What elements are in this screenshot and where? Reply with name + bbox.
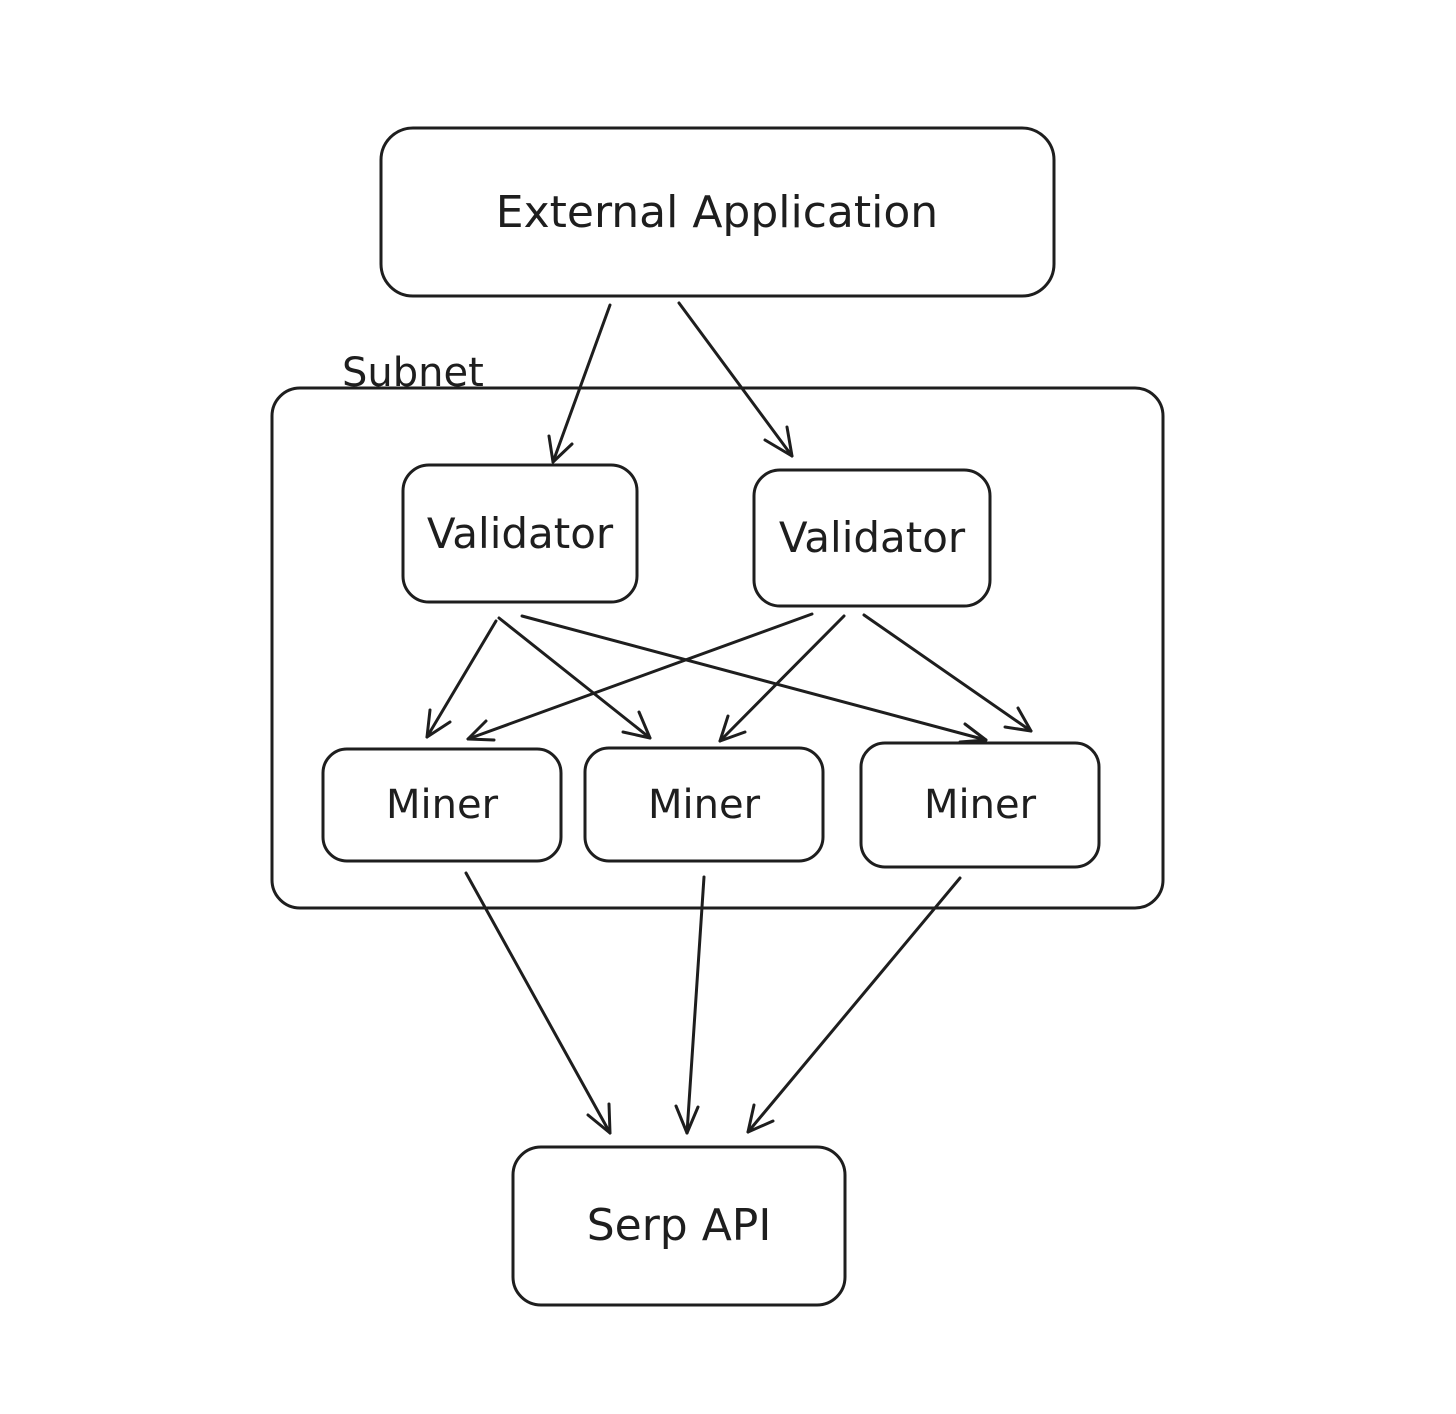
miner-node-1: Miner xyxy=(321,747,563,863)
serp-api-node: Serp API xyxy=(511,1145,847,1307)
arrow-miner-3-to-serp-api xyxy=(746,876,962,1134)
arrow-validator-1-to-miner-3 xyxy=(520,614,988,744)
miner-label-3: Miner xyxy=(924,782,1037,828)
validator-label-2: Validator xyxy=(779,513,966,562)
miner-label-2: Miner xyxy=(648,782,761,828)
external-application-label: External Application xyxy=(496,187,938,238)
arrow-validator-1-to-miner-2 xyxy=(497,616,652,740)
validator-node-1: Validator xyxy=(401,463,639,604)
arrow-validator-2-to-miner-2 xyxy=(718,614,846,743)
miner-label-1: Miner xyxy=(386,782,499,828)
validator-label-1: Validator xyxy=(427,509,614,558)
arrow-miner-1-to-serp-api xyxy=(464,871,612,1135)
arrow-external-to-validator-1 xyxy=(547,303,612,464)
arrow-validator-2-to-miner-3 xyxy=(862,613,1033,733)
subnet-label: Subnet xyxy=(342,350,484,396)
arrow-validator-1-to-miner-1 xyxy=(425,619,498,739)
serp-api-label: Serp API xyxy=(587,1200,772,1251)
miner-node-2: Miner xyxy=(583,746,825,863)
arrow-validator-2-to-miner-1 xyxy=(466,612,814,742)
validator-node-2: Validator xyxy=(752,468,992,608)
arrow-external-to-validator-2 xyxy=(677,301,794,458)
arrow-miner-2-to-serp-api xyxy=(674,875,706,1135)
miner-node-3: Miner xyxy=(859,741,1101,869)
external-application-node: External Application xyxy=(379,126,1056,298)
